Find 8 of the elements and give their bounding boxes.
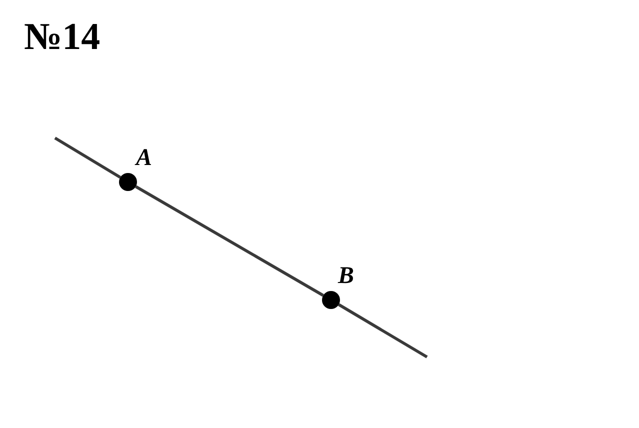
- line-segment: [135, 185, 324, 297]
- line-segment: [338, 303, 428, 358]
- problem-number: №14: [24, 18, 100, 56]
- point-label: A: [136, 146, 152, 170]
- point-label: B: [338, 264, 354, 288]
- point-dot: [322, 291, 340, 309]
- point-dot: [119, 173, 137, 191]
- line-segment: [54, 136, 122, 179]
